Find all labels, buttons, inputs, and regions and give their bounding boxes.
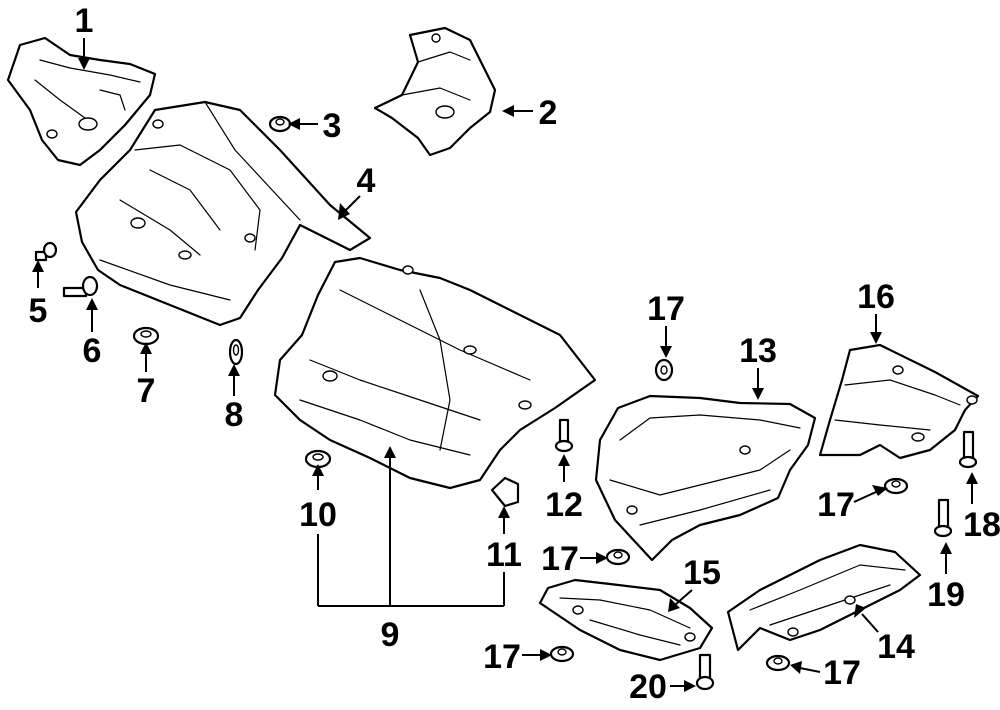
part-9-center-floor-insulator	[273, 256, 597, 490]
callout-9: 9	[381, 616, 400, 654]
callout-13: 13	[739, 332, 777, 370]
part-13-heat-shield	[594, 394, 817, 562]
part-10-grommet	[304, 449, 332, 469]
callout-2: 2	[539, 94, 558, 132]
part-12-bolt	[554, 418, 574, 453]
part-17-nut-a	[654, 358, 674, 382]
part-3-nut	[268, 115, 292, 133]
callout-15: 15	[683, 554, 721, 592]
callout-7: 7	[137, 372, 156, 410]
callout-20: 20	[629, 668, 667, 706]
callout-18: 18	[963, 506, 1000, 544]
part-7-grommet	[132, 326, 160, 346]
part-16-heat-shield	[818, 343, 980, 460]
part-6-bolt	[62, 275, 99, 298]
callout-4: 4	[357, 162, 376, 200]
callout-17-d: 17	[483, 638, 521, 676]
callout-17-a: 17	[647, 290, 685, 328]
callout-16: 16	[857, 278, 895, 316]
part-19-bolt	[933, 498, 953, 538]
part-20-bolt	[695, 653, 715, 691]
part-5-screw	[34, 241, 58, 262]
part-17-nut-c	[605, 548, 631, 566]
callout-12: 12	[545, 486, 583, 524]
callout-5: 5	[29, 292, 48, 330]
part-8-clip	[228, 338, 244, 366]
callout-10: 10	[299, 496, 337, 534]
callout-8: 8	[225, 396, 244, 434]
callout-1: 1	[75, 2, 94, 40]
callout-14: 14	[877, 628, 915, 666]
callout-6: 6	[83, 332, 102, 370]
part-2-heat-shield	[373, 26, 497, 157]
callout-17-e: 17	[823, 654, 861, 692]
part-18-bolt	[958, 430, 978, 469]
part-4-rear-floor-insulator	[74, 100, 372, 327]
part-17-nut-e	[765, 654, 791, 672]
part-15-heat-shield	[538, 578, 714, 662]
part-17-nut-d	[549, 645, 575, 663]
callout-labels: 1 2 3 4 5 6 7 8 9 10 11 12 13 14 15 16 1…	[29, 2, 1000, 706]
callout-17-b: 17	[817, 486, 855, 524]
part-1-heat-shield	[6, 36, 157, 167]
part-17-nut-b	[883, 477, 909, 495]
callout-3: 3	[323, 107, 342, 145]
part-11-bracket	[490, 476, 520, 508]
callout-17-c: 17	[541, 540, 579, 578]
callout-19: 19	[927, 576, 965, 614]
leader-lines	[32, 38, 978, 692]
callout-11: 11	[486, 536, 522, 574]
